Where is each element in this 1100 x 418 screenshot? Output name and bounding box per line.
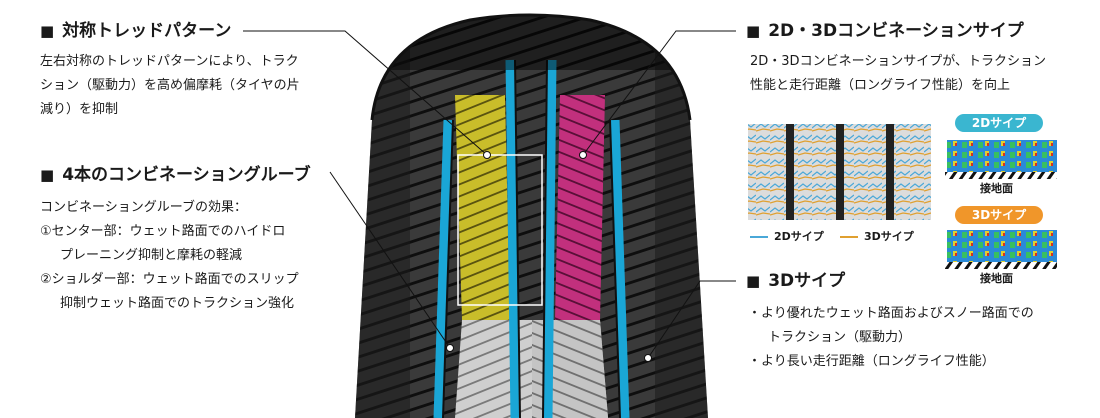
legend-3d: 3Dサイプ (840, 228, 914, 244)
heading-3d-sipe: ■ 3Dサイプ (746, 270, 845, 292)
heading-grooves-title: 4本のコンビネーショングルーブ (62, 165, 311, 185)
contact-label-3d: 接地面 (980, 272, 1013, 285)
grooves-line-1: コンビネーショングルーブの効果： (40, 200, 247, 215)
contact-label-2d: 接地面 (980, 182, 1013, 195)
legend-2d-label: 2Dサイプ (774, 230, 824, 243)
symmetric-line-1: 左右対称のトレッドパターンにより、トラク (40, 54, 299, 69)
3d-sipe-line-2: トラクション（駆動力） (768, 330, 912, 345)
square-mark: ■ (746, 272, 761, 290)
3d-sipe-description: ・より優れたウェット路面およびスノー路面での トラクション（駆動力） ・より長い… (748, 302, 1034, 374)
legend-3d-swatch (840, 236, 858, 238)
sipe-combo-line-1: 2D・3Dコンビネーションサイプが、トラクション (750, 54, 1047, 69)
grooves-description: コンビネーショングルーブの効果： ①センター部：ウェット路面でのハイドロ プレー… (40, 196, 299, 316)
symmetric-line-2: ション（駆動力）を高め偏摩耗（タイヤの片 (40, 78, 300, 93)
grooves-line-5: 抑制ウェット路面でのトラクション強化 (60, 296, 295, 311)
symmetric-line-3: 減り）を抑制 (40, 102, 119, 117)
legend-2d-swatch (750, 236, 768, 238)
3d-sipe-line-3: ・より長い走行距離（ロングライフ性能） (748, 354, 995, 369)
heading-sipe-combo: ■ 2D・3Dコンビネーションサイプ (746, 20, 1024, 42)
heatmap-3d (947, 230, 1057, 262)
contact-hatch-3d (945, 262, 1057, 269)
grooves-line-4: ②ショルダー部：ウェット路面でのスリップ (40, 272, 299, 287)
callout-lines (243, 30, 736, 359)
groove-right-shoulder (610, 119, 630, 418)
callout-dot-symmetric (483, 151, 491, 159)
heading-sipe-combo-title: 2D・3Dコンビネーションサイプ (768, 21, 1024, 41)
callout-dot-3d-sipe (644, 354, 652, 362)
badge-3d-sipe: 3Dサイプ (955, 206, 1043, 224)
sipe-combo-line-2: 性能と走行距離（ロングライフ性能）を向上 (750, 78, 1011, 93)
callout-dot-sipe-combo (579, 151, 587, 159)
square-mark: ■ (40, 166, 55, 184)
groove-center-right (543, 59, 557, 418)
sipe-panel-grooves (786, 124, 894, 220)
symmetric-tread-zone-magenta (555, 95, 605, 320)
heatmap-2d (947, 140, 1057, 172)
heading-symmetric-tread: ■ 対称トレッドパターン (40, 20, 231, 42)
sipe-combo-description: 2D・3Dコンビネーションサイプが、トラクション 性能と走行距離（ロングライフ性… (750, 50, 1046, 98)
grooves-line-3: プレーニング抑制と摩耗の軽減 (60, 248, 243, 263)
symmetric-description: 左右対称のトレッドパターンにより、トラク ション（駆動力）を高め偏摩耗（タイヤの… (40, 50, 300, 122)
callout-dot-grooves (446, 344, 454, 352)
heading-grooves: ■ 4本のコンビネーショングルーブ (40, 164, 311, 186)
symmetric-highlight-box (457, 154, 543, 306)
symmetric-tread-zone-yellow (455, 95, 510, 320)
contact-hatch-2d (945, 172, 1057, 179)
badge-2d-sipe: 2Dサイプ (955, 114, 1043, 132)
groove-left-shoulder (433, 119, 453, 418)
tire-tread (355, 15, 708, 418)
3d-sipe-line-1: ・より優れたウェット路面およびスノー路面での (748, 306, 1034, 321)
heading-symmetric-title: 対称トレッドパターン (62, 21, 232, 41)
square-mark: ■ (40, 22, 55, 40)
square-mark: ■ (746, 22, 761, 40)
legend-2d: 2Dサイプ (750, 228, 824, 244)
legend-3d-label: 3Dサイプ (864, 230, 914, 243)
groove-center-left (505, 59, 520, 418)
heading-3d-sipe-title: 3Dサイプ (768, 271, 846, 291)
grooves-line-2: ①センター部：ウェット路面でのハイドロ (40, 224, 286, 239)
